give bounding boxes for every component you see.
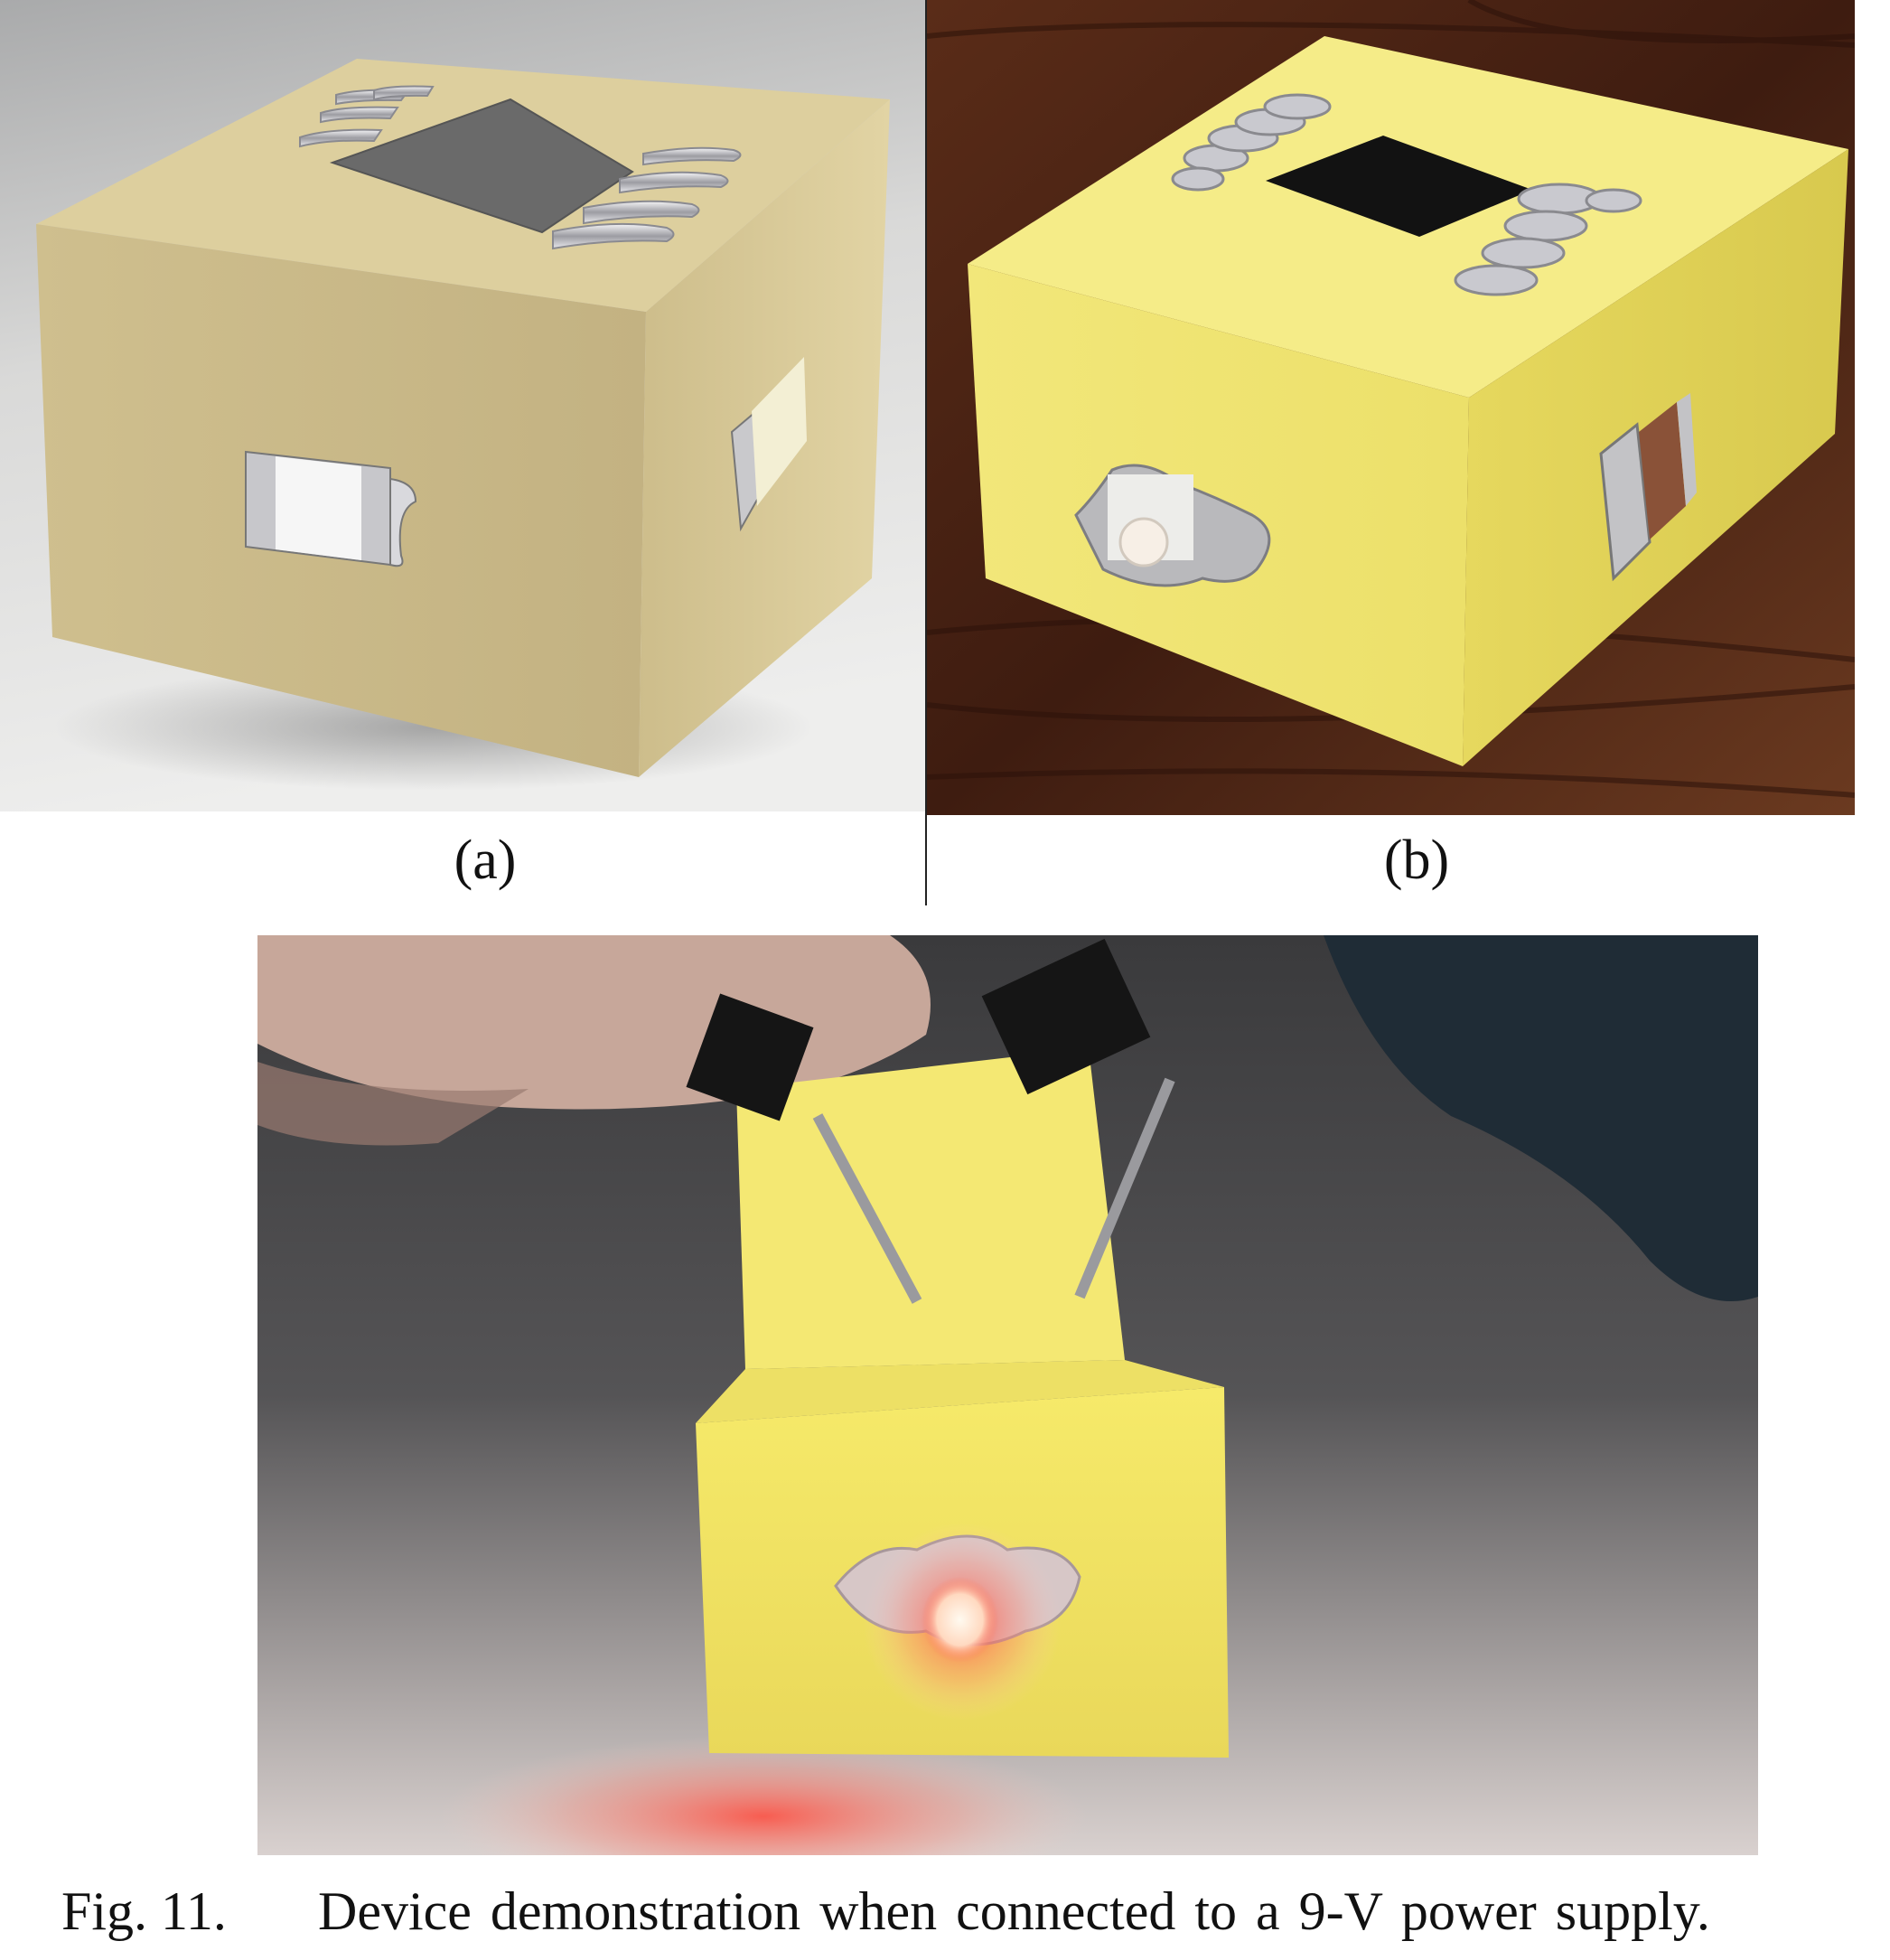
ic-chip (329, 98, 634, 234)
led-lit (834, 1523, 1081, 1721)
panel-a-label: (a) (454, 830, 517, 891)
ic-chip (1266, 136, 1532, 237)
probe-left (686, 993, 922, 1304)
cad-render-cube (0, 0, 925, 811)
ic-pins-right (552, 146, 742, 250)
panel-a-render-image (0, 0, 925, 811)
printed-cube-photo (927, 0, 1855, 815)
led-component (1074, 464, 1271, 587)
ic-pins-left (299, 85, 435, 148)
panel-divider (925, 0, 927, 905)
front-smd-component (245, 450, 417, 567)
glove (1324, 935, 1758, 1301)
solder-joints-left (1171, 93, 1332, 192)
caption-figure-number: Fig. 11. (61, 1881, 227, 1941)
caption-text: Device demonstration when connected to a… (318, 1881, 1710, 1941)
panel-c-demo-photo (257, 935, 1758, 1855)
powered-device-photo (257, 935, 1758, 1855)
solder-joints-right (1454, 183, 1642, 296)
probe-right (981, 938, 1175, 1299)
side-smd-component (730, 357, 807, 532)
panel-b-label: (b) (1383, 830, 1450, 891)
panel-b-photo-image (927, 0, 1855, 815)
capacitor-component (1599, 393, 1697, 582)
